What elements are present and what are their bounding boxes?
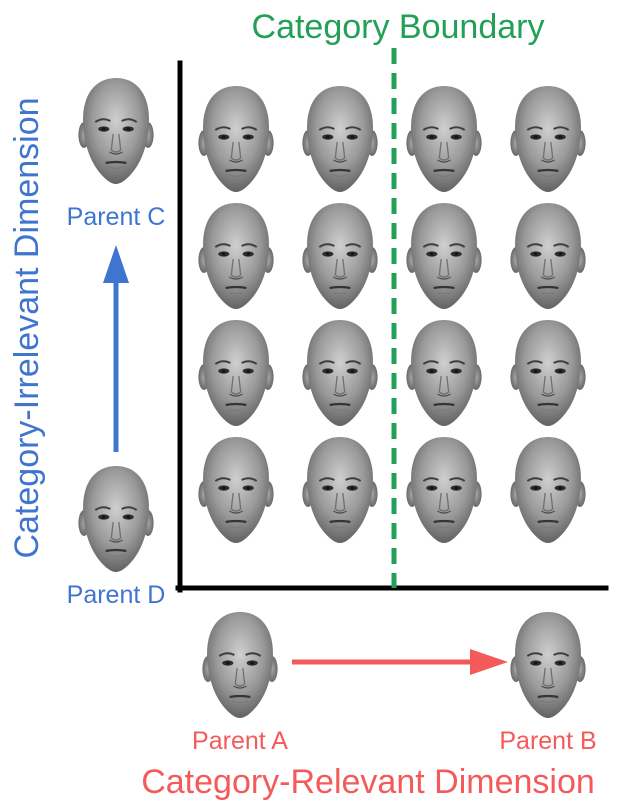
category-irrelevant-dimension-label: Category-Irrelevant Dimension bbox=[8, 97, 46, 558]
grid-face-r3-c1 bbox=[197, 318, 275, 428]
grid-face-r1-c1 bbox=[197, 84, 275, 194]
irrelevant-dimension-arrowhead bbox=[103, 245, 129, 283]
grid-face-r3-c3 bbox=[405, 318, 483, 428]
grid-face-r2-c1 bbox=[197, 201, 275, 311]
parent-d-face bbox=[77, 464, 155, 574]
category-boundary-title: Category Boundary bbox=[252, 8, 545, 46]
grid-face-r2-c4 bbox=[509, 201, 587, 311]
parent-a-face bbox=[201, 610, 279, 720]
grid-face-r2-c2 bbox=[301, 201, 379, 311]
grid-face-r4-c4 bbox=[509, 435, 587, 545]
grid-face-r1-c2 bbox=[301, 84, 379, 194]
parent-d-label: Parent D bbox=[67, 581, 166, 609]
parent-c-label: Parent C bbox=[67, 203, 166, 231]
parent-b-face bbox=[509, 610, 587, 720]
grid-face-r3-c2 bbox=[301, 318, 379, 428]
parent-c-face bbox=[77, 76, 155, 186]
relevant-dimension-arrowhead bbox=[470, 649, 508, 675]
grid-face-r4-c3 bbox=[405, 435, 483, 545]
grid-face-r4-c2 bbox=[301, 435, 379, 545]
category-relevant-dimension-label: Category-Relevant Dimension bbox=[141, 763, 595, 800]
grid-face-r2-c3 bbox=[405, 201, 483, 311]
grid-face-r4-c1 bbox=[197, 435, 275, 545]
grid-face-r1-c3 bbox=[405, 84, 483, 194]
grid-face-r1-c4 bbox=[509, 84, 587, 194]
parent-b-label: Parent B bbox=[499, 727, 596, 755]
grid-face-r3-c4 bbox=[509, 318, 587, 428]
parent-a-label: Parent A bbox=[192, 727, 288, 755]
